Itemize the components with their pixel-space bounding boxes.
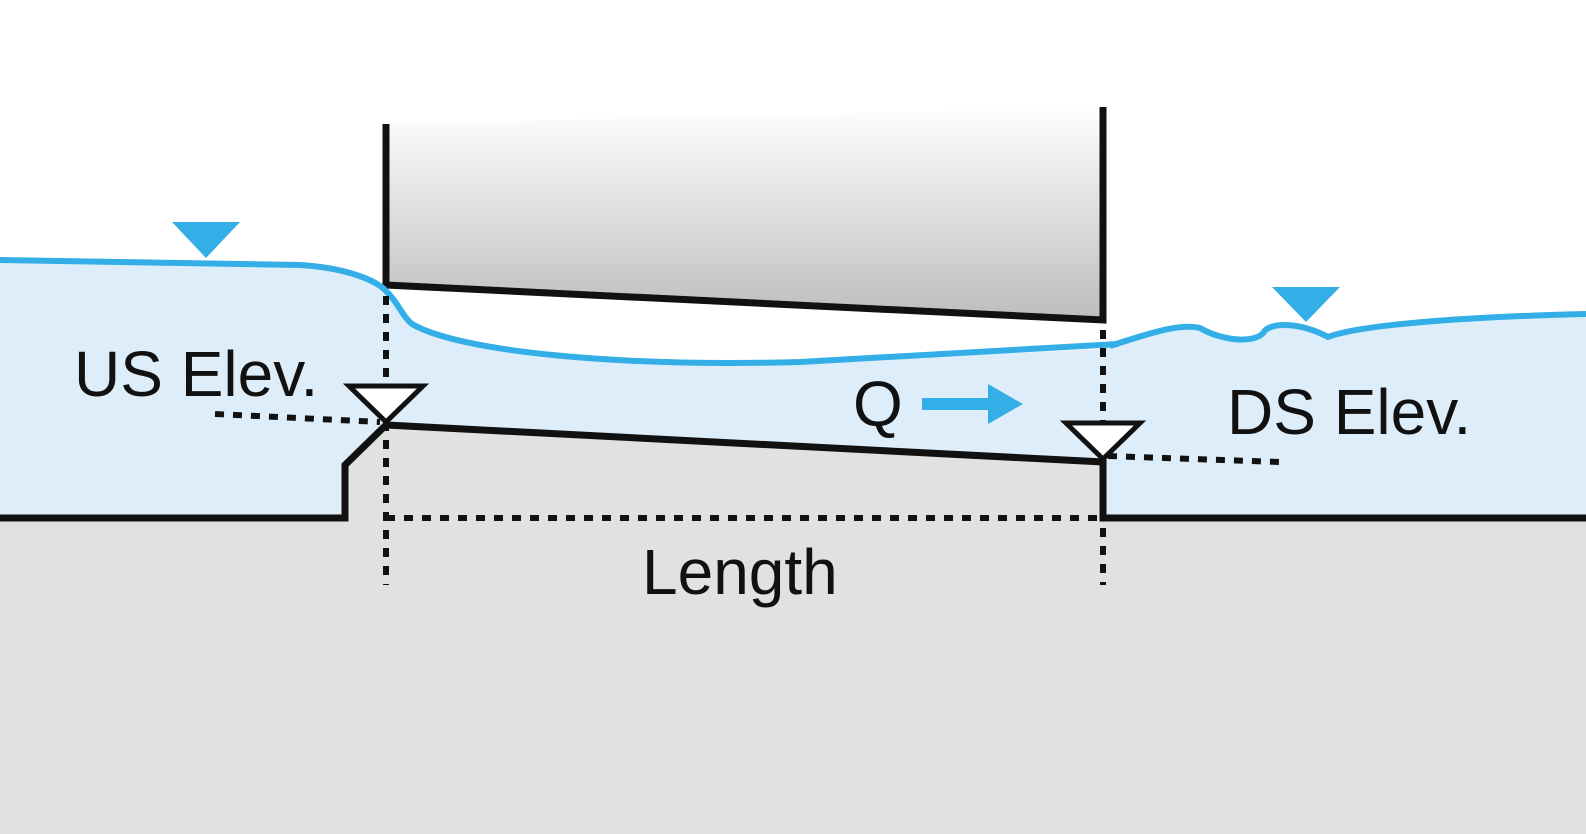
ds-elev-label: DS Elev. bbox=[1227, 376, 1471, 448]
upstream-water-surface bbox=[0, 257, 1119, 366]
upstream-water-surface-marker-icon bbox=[172, 222, 240, 258]
downstream-water-fill bbox=[1103, 314, 1586, 518]
culvert-water-fill bbox=[386, 291, 1103, 462]
flow-arrow-icon bbox=[922, 384, 1023, 424]
downstream-invert-marker-icon bbox=[1059, 420, 1147, 463]
embankment-outline bbox=[382, 107, 1107, 324]
downstream-water-surface-marker-icon bbox=[1272, 287, 1340, 322]
us-elev-label: US Elev. bbox=[74, 338, 318, 410]
flow-label: Q bbox=[853, 368, 903, 440]
ground-area bbox=[0, 518, 1586, 834]
length-label: Length bbox=[642, 536, 838, 608]
upstream-water-fill bbox=[0, 260, 386, 518]
upstream-invert-marker-icon bbox=[342, 383, 430, 426]
downstream-water-surface bbox=[1109, 311, 1586, 349]
roadway-embankment bbox=[386, 107, 1103, 320]
culvert-invert-fill bbox=[345, 425, 1103, 518]
